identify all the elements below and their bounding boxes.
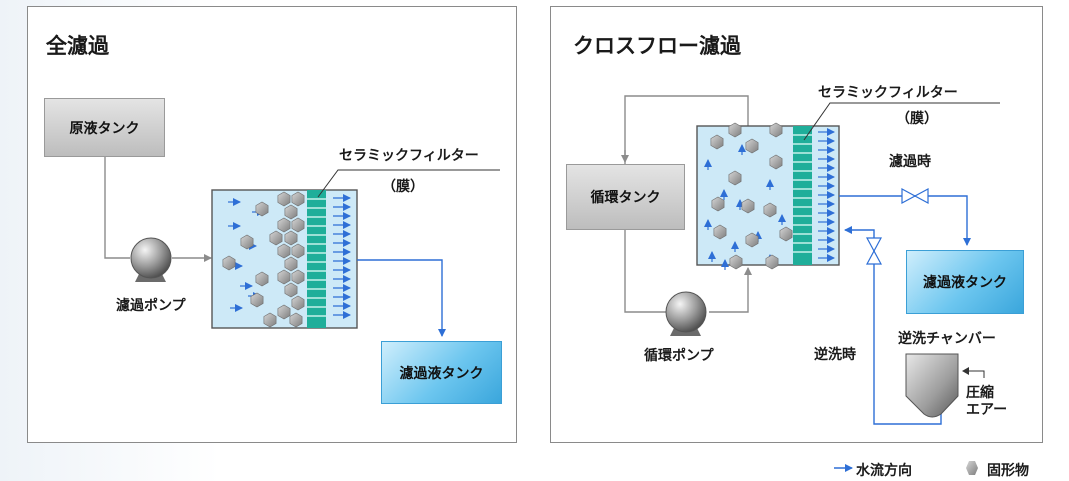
crossflow-filtration-title: クロスフロー濾過 <box>573 34 741 58</box>
circulation-pump-label: 循環ポンプ <box>644 348 714 364</box>
circulation-pump-icon <box>665 291 707 336</box>
legend-solid-icon <box>966 461 978 475</box>
full-filtration-title: 全濾過 <box>46 34 109 58</box>
filtrate-tank-right: 濾過液タンク <box>906 250 1024 314</box>
compressed-air-label-2: エアー <box>966 402 1008 418</box>
solid-particle-right-6 <box>711 196 725 212</box>
filtration-time-label: 濾過時 <box>889 154 931 170</box>
membrane-label-left: （膜） <box>382 179 424 195</box>
solid-particle-left-1 <box>291 191 305 207</box>
solid-particle-left-17 <box>222 255 236 271</box>
ceramic-filter-label-right: セラミックフィルター <box>818 85 958 101</box>
solid-particle-right-13 <box>765 254 779 270</box>
solid-particle-left-16 <box>240 234 254 250</box>
circulation-tank: 循環タンク <box>566 164 685 230</box>
solid-particle-right-2 <box>710 134 724 150</box>
solid-particle-right-10 <box>779 226 793 242</box>
solid-particle-left-2 <box>284 204 298 220</box>
legend-solids: 固形物 <box>987 463 1029 479</box>
solid-particle-left-14 <box>289 312 303 328</box>
backwash-chamber-label: 逆洗チャンバー <box>898 331 996 347</box>
solid-particle-right-5 <box>728 170 742 186</box>
solid-particle-right-3 <box>745 138 759 154</box>
backwash-chamber-icon <box>905 353 959 418</box>
solid-particle-left-4 <box>291 217 305 233</box>
solid-particle-left-7 <box>277 243 291 259</box>
solid-particle-left-6 <box>291 243 305 259</box>
backwash-valve-icon <box>865 237 883 265</box>
solid-particle-right-12 <box>729 254 743 270</box>
solid-particle-left-0 <box>277 191 291 207</box>
membrane-left <box>307 190 326 328</box>
solid-particle-left-15 <box>255 201 269 217</box>
solid-particle-right-1 <box>769 122 783 138</box>
solid-particle-left-18 <box>255 271 269 287</box>
solid-particle-left-9 <box>291 269 305 285</box>
solid-particle-left-12 <box>291 295 305 311</box>
raw-liquid-tank: 原液タンク <box>44 98 165 157</box>
filtration-pump-icon <box>130 237 172 282</box>
filtrate-tank-left: 濾過液タンク <box>381 341 502 404</box>
solid-particle-left-11 <box>284 282 298 298</box>
membrane-label-right: （膜） <box>896 111 938 127</box>
solid-particle-left-3 <box>277 217 291 233</box>
solid-particle-right-8 <box>763 202 777 218</box>
solid-particle-left-20 <box>269 230 283 246</box>
solid-particle-right-9 <box>713 224 727 240</box>
solid-particle-right-11 <box>745 232 759 248</box>
filtration-pump-label: 濾過ポンプ <box>116 298 186 314</box>
solid-particle-left-5 <box>284 230 298 246</box>
legend-water-flow: 水流方向 <box>856 463 912 479</box>
solid-particle-right-0 <box>728 122 742 138</box>
solid-particle-left-10 <box>277 269 291 285</box>
solid-particle-left-13 <box>277 304 291 320</box>
solid-particle-left-19 <box>250 292 264 308</box>
backwash-time-label: 逆洗時 <box>814 347 856 363</box>
membrane-right <box>793 126 812 265</box>
solid-particle-right-7 <box>741 198 755 214</box>
solid-particle-right-4 <box>769 154 783 170</box>
ceramic-filter-label-left: セラミックフィルター <box>339 148 479 164</box>
solid-particle-left-8 <box>284 256 298 272</box>
solid-particle-left-21 <box>263 312 277 328</box>
compressed-air-label-1: 圧縮 <box>966 385 994 401</box>
filtration-valve-icon <box>901 187 929 205</box>
